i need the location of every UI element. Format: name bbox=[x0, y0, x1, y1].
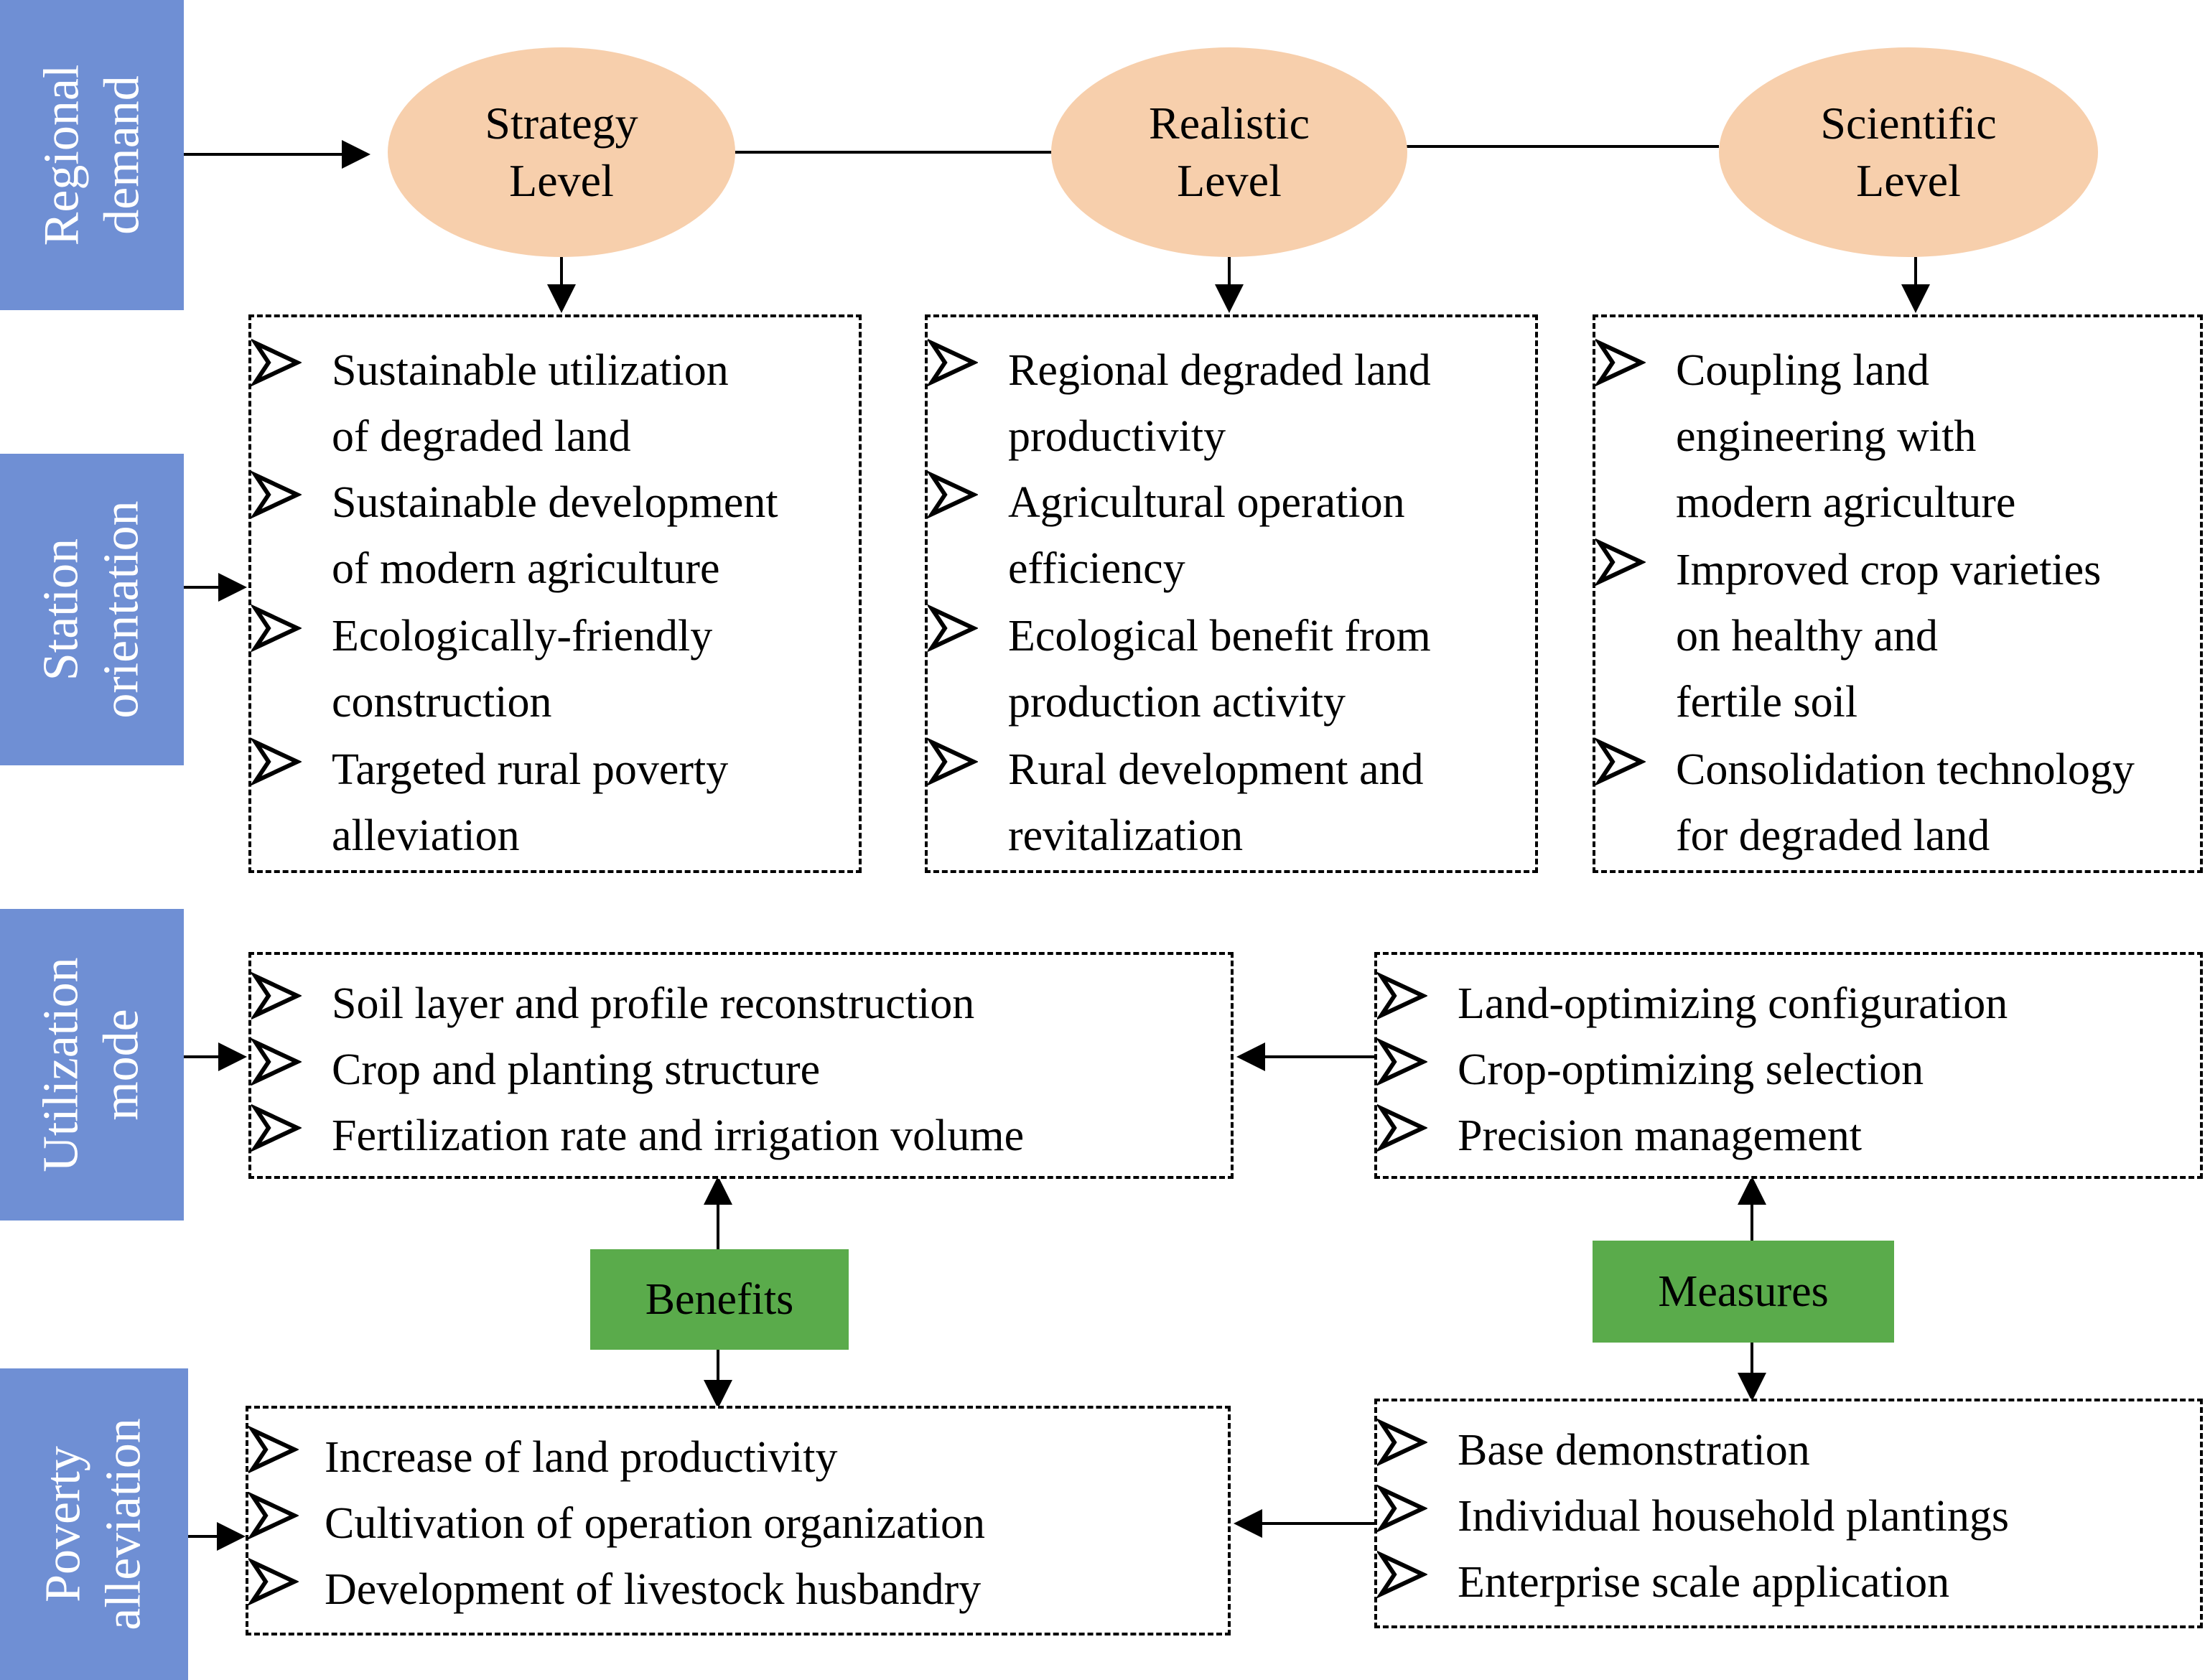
list-item: Regional degraded land productivity bbox=[928, 337, 1535, 470]
list-item: Crop-optimizing selection bbox=[1377, 1037, 2200, 1103]
list-item: Enterprise scale application bbox=[1377, 1549, 2200, 1615]
list-item: Agricultural operation efficiency bbox=[928, 470, 1535, 602]
arrowhead-bullet-icon bbox=[251, 1037, 302, 1086]
arrowhead-bullet-icon bbox=[928, 470, 978, 519]
arrowhead-bullet-icon bbox=[928, 737, 978, 786]
arrowhead-bullet-icon bbox=[1377, 971, 1427, 1020]
arrowhead-bullet-icon bbox=[248, 1557, 299, 1606]
arrowhead-bullet-icon bbox=[1377, 1103, 1427, 1152]
arrowhead-bullet-icon bbox=[1377, 1037, 1427, 1086]
scientific-orientation-box: Coupling land engineering with modern ag… bbox=[1593, 314, 2203, 873]
arrowhead-bullet-icon bbox=[1595, 737, 1646, 786]
list-item: Coupling land engineering with modern ag… bbox=[1595, 337, 2200, 536]
arrowhead-bullet-icon bbox=[251, 470, 302, 519]
strategy-orientation-box: Sustainable utilization of degraded land… bbox=[248, 314, 862, 873]
list-item: Land-optimizing configuration bbox=[1377, 971, 2200, 1037]
list-item: Base demonstration bbox=[1377, 1417, 2200, 1483]
list-item: Sustainable development of modern agricu… bbox=[251, 470, 859, 602]
list-item: Consolidation technology for degraded la… bbox=[1595, 737, 2200, 869]
arrowhead-bullet-icon bbox=[251, 1103, 302, 1152]
utilization-mode-box: Soil layer and profile reconstruction Cr… bbox=[248, 952, 1234, 1179]
list-item: Ecological benefit from production activ… bbox=[928, 603, 1535, 735]
arrowhead-bullet-icon bbox=[251, 604, 302, 653]
arrowhead-bullet-icon bbox=[1377, 1418, 1427, 1467]
realistic-orientation-box: Regional degraded land productivity Agri… bbox=[925, 314, 1538, 873]
list-item: Increase of land productivity bbox=[248, 1424, 1228, 1490]
list-item: Sustainable utilization of degraded land bbox=[251, 337, 859, 470]
arrowhead-bullet-icon bbox=[1377, 1484, 1427, 1533]
benefits-label: Benefits bbox=[590, 1249, 849, 1350]
arrowhead-bullet-icon bbox=[251, 338, 302, 387]
arrowhead-bullet-icon bbox=[1595, 538, 1646, 587]
list-item: Soil layer and profile reconstruction bbox=[251, 971, 1231, 1037]
implementation-box: Base demonstration Individual household … bbox=[1374, 1399, 2203, 1628]
arrowhead-bullet-icon bbox=[251, 737, 302, 786]
poverty-alleviation-box: Increase of land productivity Cultivatio… bbox=[246, 1406, 1231, 1635]
arrowhead-bullet-icon bbox=[248, 1491, 299, 1540]
arrowhead-bullet-icon bbox=[928, 604, 978, 653]
list-item: Precision management bbox=[1377, 1103, 2200, 1169]
arrowhead-bullet-icon bbox=[1595, 338, 1646, 387]
list-item: Cultivation of operation organization bbox=[248, 1490, 1228, 1557]
list-item: Targeted rural poverty alleviation bbox=[251, 737, 859, 869]
list-item: Rural development and revitalization bbox=[928, 737, 1535, 869]
list-item: Improved crop varieties on healthy and f… bbox=[1595, 537, 2200, 735]
arrowhead-bullet-icon bbox=[928, 338, 978, 387]
list-item: Fertilization rate and irrigation volume bbox=[251, 1103, 1231, 1169]
list-item: Crop and planting structure bbox=[251, 1037, 1231, 1103]
list-item: Development of livestock husbandry bbox=[248, 1557, 1228, 1623]
arrowhead-bullet-icon bbox=[248, 1425, 299, 1474]
measures-label: Measures bbox=[1593, 1241, 1894, 1343]
arrowhead-bullet-icon bbox=[1377, 1550, 1427, 1599]
list-item: Individual household plantings bbox=[1377, 1483, 2200, 1549]
list-item: Ecologically-friendly construction bbox=[251, 603, 859, 735]
arrowhead-bullet-icon bbox=[251, 971, 302, 1020]
measures-box: Land-optimizing configuration Crop-optim… bbox=[1374, 952, 2203, 1179]
